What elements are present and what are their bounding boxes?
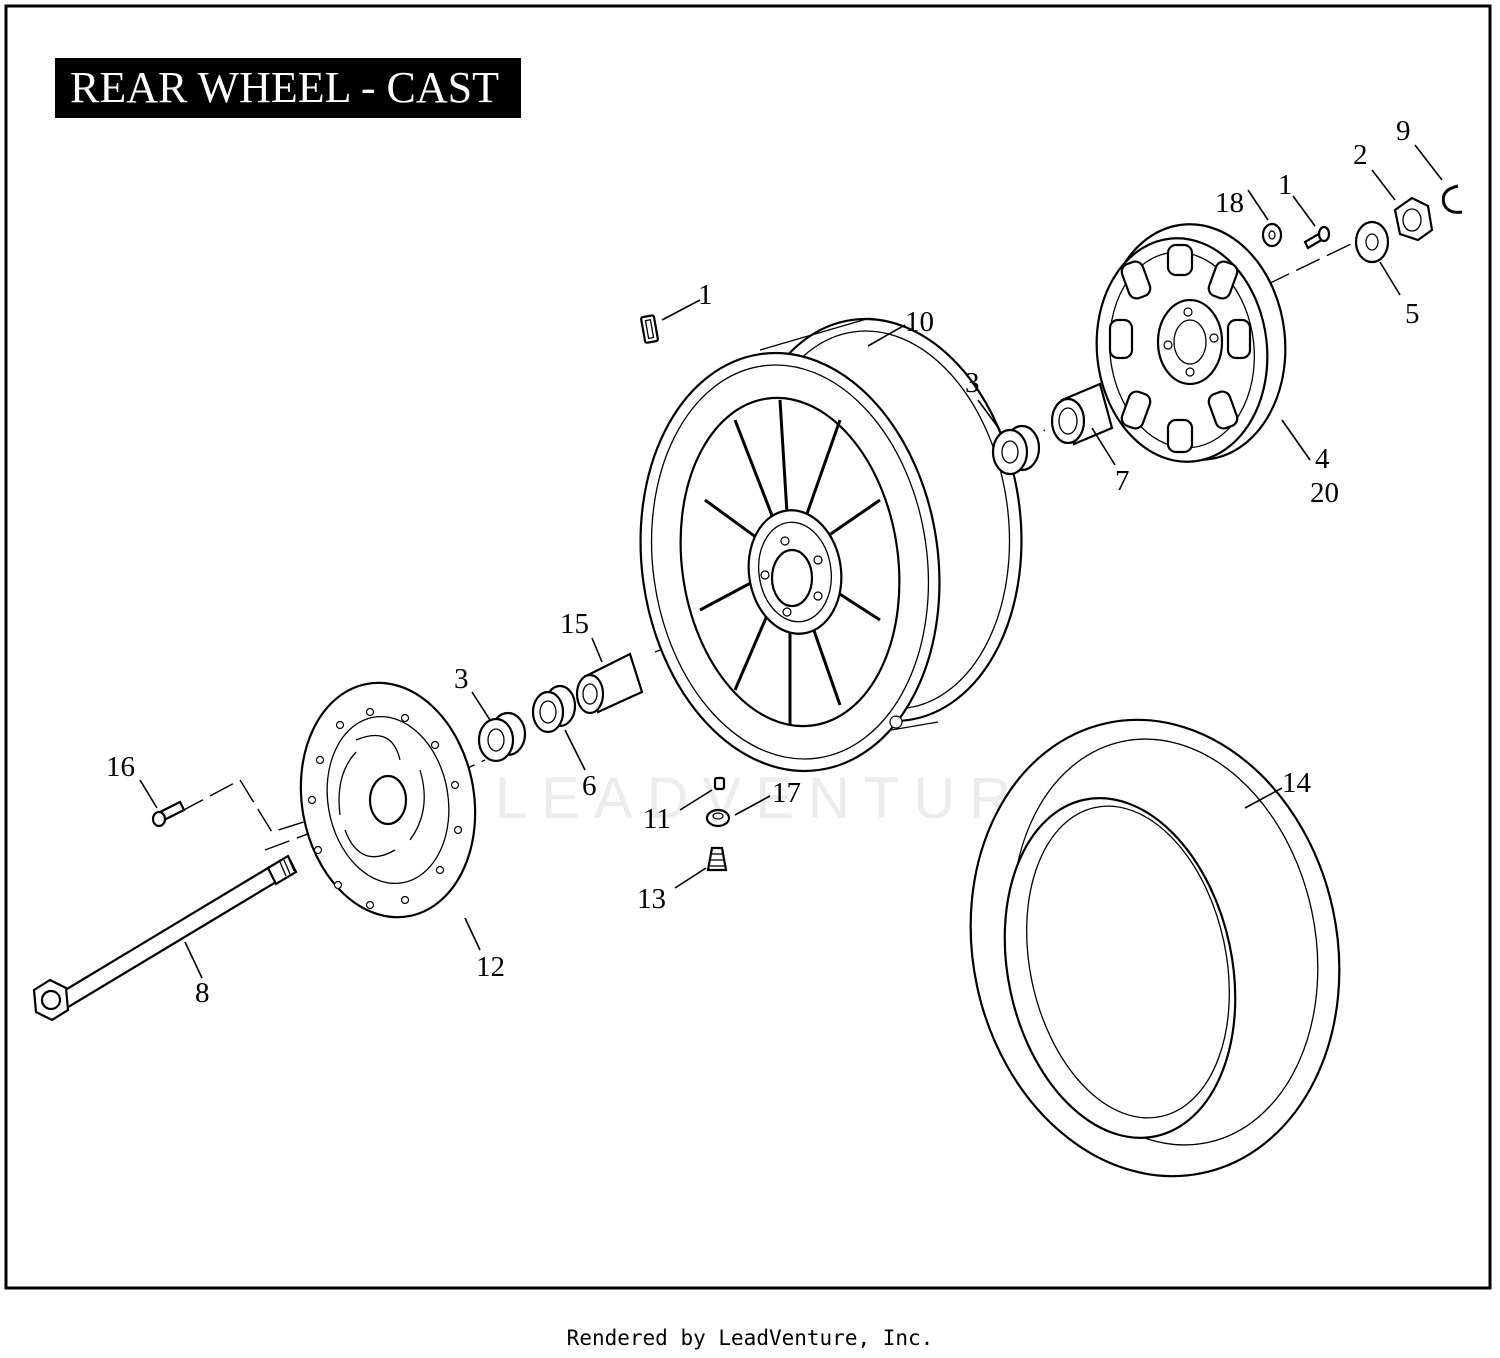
spacer-7: [1050, 382, 1114, 446]
callout-1-key: 1: [698, 279, 713, 311]
callout-12: 12: [476, 951, 505, 983]
callout-5: 5: [1405, 298, 1420, 330]
brake-rotor: [299, 681, 477, 919]
screw: [1303, 225, 1331, 250]
callout-18: 18: [1215, 187, 1244, 219]
spacer-6: [531, 684, 577, 734]
callout-17: 17: [772, 777, 801, 809]
callout-3-right: 3: [965, 367, 980, 399]
leader-lines: [139, 144, 1443, 979]
retaining-clip: [1441, 184, 1463, 214]
bearing-right: [991, 424, 1041, 476]
callout-7: 7: [1115, 465, 1130, 497]
spacer-15: [575, 652, 644, 715]
valve-stem: [706, 846, 728, 872]
callout-4: 4: [1315, 443, 1330, 475]
grommet: [705, 808, 731, 828]
footer-credit: Rendered by LeadVenture, Inc.: [567, 1326, 934, 1350]
callout-16: 16: [106, 751, 135, 783]
callout-6: 6: [582, 770, 597, 802]
diagram-frame: [4, 4, 1492, 1290]
callout-1-screw: 1: [1278, 169, 1293, 201]
watermark-text: LEADVENTURE: [495, 766, 1078, 831]
callout-20: 20: [1310, 477, 1339, 509]
callout-11: 11: [643, 803, 671, 835]
axle: [32, 854, 298, 1022]
callout-13: 13: [637, 883, 666, 915]
callout-15: 15: [560, 608, 589, 640]
washer-18: [1261, 222, 1283, 248]
cast-wheel: [639, 317, 1023, 773]
callout-14: 14: [1282, 767, 1312, 799]
bearing-left: [477, 711, 527, 763]
valve-cap: [713, 776, 726, 791]
callout-10: 10: [905, 306, 934, 338]
rotor-screw: [151, 800, 186, 828]
callout-8: 8: [195, 977, 210, 1009]
diagram-title: REAR WHEEL - CAST: [70, 63, 499, 112]
callout-9: 9: [1396, 115, 1411, 147]
rear-pulley: [1095, 223, 1287, 463]
axle-nut: [1393, 196, 1434, 242]
title-box: [55, 58, 521, 118]
callout-2: 2: [1353, 139, 1368, 171]
key: [640, 314, 659, 344]
washer-5: [1354, 220, 1390, 264]
tire: [969, 718, 1341, 1178]
callout-3-left: 3: [454, 663, 469, 695]
